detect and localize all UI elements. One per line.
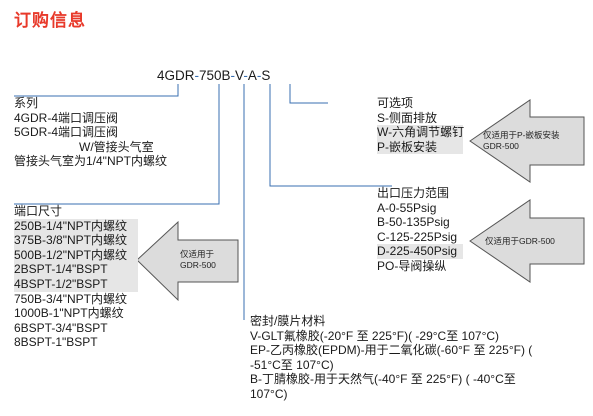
model-part-option: S — [261, 68, 271, 83]
ports-callout-arrow — [136, 220, 239, 302]
option-item: S-侧面排放 — [377, 110, 438, 125]
model-dash-4: - — [256, 68, 262, 83]
port-item: 6BSPT-3/4"BSPT — [14, 320, 108, 335]
ports-callout-label: 仅适用于 GDR-500 — [180, 249, 216, 271]
model-part-pressure: A — [247, 68, 257, 83]
model-part-port: 750B — [199, 68, 231, 83]
options-callout-line: GDR-500 — [483, 141, 519, 151]
model-part-seal: V — [235, 68, 244, 83]
pressure-callout-arrow — [469, 199, 585, 283]
pressure-item: C-125-225Psig — [377, 229, 458, 244]
series-line: 管接头气室为1/4"NPT内螺纹 — [14, 154, 167, 169]
leader-pressure — [269, 84, 392, 187]
page-title: 订购信息 — [14, 11, 86, 30]
model-code: 4GDR-750B-V-A-S — [157, 68, 270, 84]
pressure-item: B-50-135Psig — [377, 215, 450, 230]
pressure-callout-line: 仅适用于GDR-500 — [485, 236, 555, 246]
series-block: 系列 4GDR-4端口调压阀 5GDR-4端口调压阀 W/管接头气室 管接头气室… — [14, 96, 167, 169]
seals-heading: 密封/膜片材料 — [250, 314, 326, 328]
options-heading: 可选项 — [377, 96, 414, 110]
port-item: 1000B-1"NPT内螺纹 — [14, 306, 124, 321]
series-line: W/管接头气室 — [79, 139, 154, 154]
seal-line: 107°C) — [250, 386, 288, 401]
model-dash-1: - — [194, 68, 200, 83]
model-dash-3: - — [243, 68, 248, 83]
ports-heading: 端口尺寸 — [14, 204, 63, 218]
model-part-series: 4GDR — [157, 68, 195, 83]
ports-block: 端口尺寸 250B-1/4"NPT内螺纹 375B-3/8"NPT内螺纹 500… — [14, 204, 138, 350]
pressure-heading: 出口压力范围 — [377, 186, 450, 200]
seal-line: B-丁腈橡胶-用于天然气(-40°F 至 225°F) ( -40°C至 — [250, 372, 516, 387]
model-dash-2: - — [230, 68, 236, 83]
port-item: 500B-1/2"NPT内螺纹 — [14, 247, 138, 263]
port-item: 4BSPT-1/2"BSPT — [14, 276, 138, 292]
port-item: 250B-1/4"NPT内螺纹 — [14, 218, 138, 234]
port-item: 8BSPT-1"BSPT — [14, 335, 98, 350]
pressure-callout-label: 仅适用于GDR-500 — [485, 236, 555, 247]
options-callout-line: 仅适用于P-嵌板安装 — [483, 130, 560, 140]
seal-line: EP-乙丙橡胶(EPDM)-用于二氧化碳(-60°F 至 225°F) ( — [250, 343, 533, 358]
options-callout-arrow — [469, 99, 585, 183]
port-item: 375B-3/8"NPT内螺纹 — [14, 233, 138, 248]
port-item: 2BSPT-1/4"BSPT — [14, 262, 138, 277]
options-callout-label: 仅适用于P-嵌板安装 GDR-500 — [483, 130, 560, 152]
option-item: W-六角调节螺钉 — [377, 125, 465, 140]
pressure-item: PO-导阀操纵 — [377, 258, 447, 273]
pressure-item: D-225-450Psig — [377, 244, 463, 259]
series-heading: 系列 — [14, 96, 39, 110]
option-item: P-嵌板安装 — [377, 139, 463, 155]
ports-callout-line: 仅适用于 — [180, 249, 215, 259]
pressure-item: A-0-55Psig — [377, 200, 437, 215]
series-line: 5GDR-4端口调压阀 — [14, 125, 119, 140]
seals-block: 密封/膜片材料 V-GLT氟橡胶(-20°F 至 225°F)( -29°C至 … — [250, 314, 532, 402]
options-block: 可选项 S-侧面排放 W-六角调节螺钉 P-嵌板安装 — [377, 96, 465, 155]
port-item: 750B-3/4"NPT内螺纹 — [14, 291, 127, 306]
pressure-block: 出口压力范围 A-0-55Psig B-50-135Psig C-125-225… — [377, 186, 463, 274]
series-line: 4GDR-4端口调压阀 — [14, 110, 119, 125]
leader-series — [14, 84, 179, 97]
leader-options — [289, 84, 328, 104]
seal-line: V-GLT氟橡胶(-20°F 至 225°F)( -29°C至 107°C) — [250, 328, 500, 343]
leader-ports — [14, 84, 220, 205]
seal-line: -51°C至 107°C) — [250, 357, 334, 372]
ports-callout-line: GDR-500 — [180, 260, 216, 270]
